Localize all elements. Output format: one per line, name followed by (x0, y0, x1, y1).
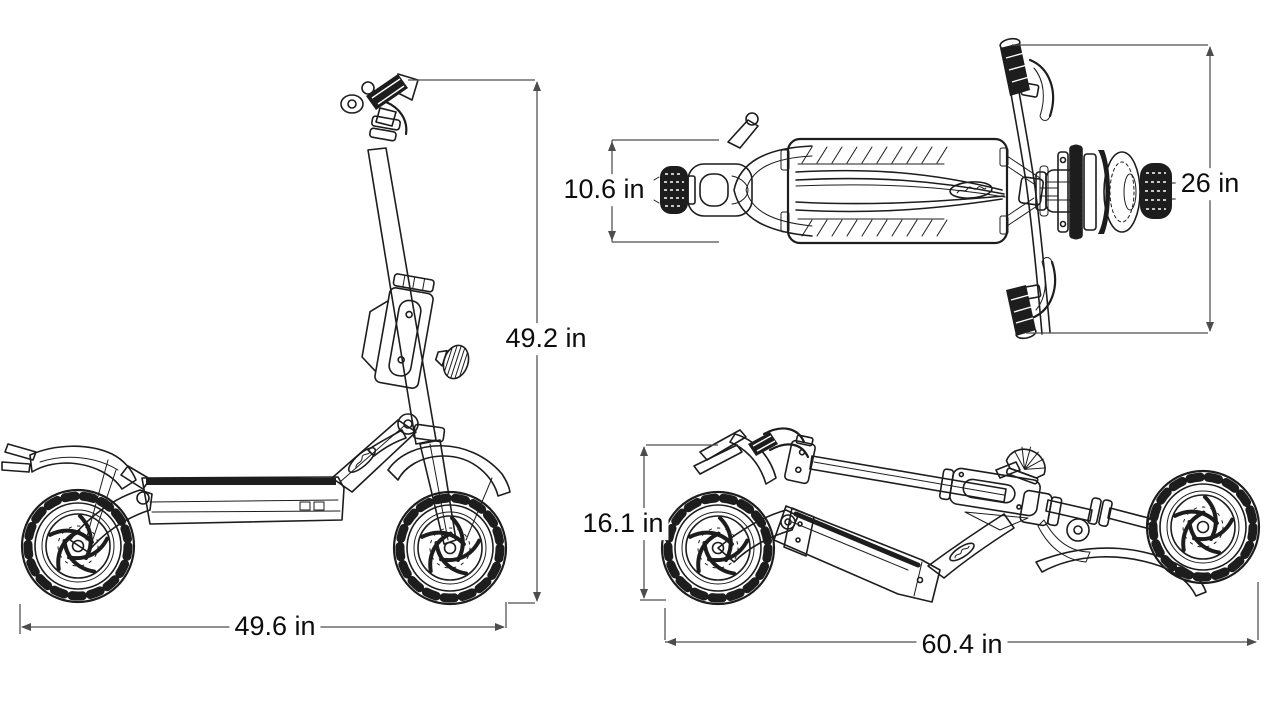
neck-riser (331, 413, 419, 493)
dim-label-folded-length: 60.4 in (916, 629, 1008, 661)
dim-label-handlebar-width: 26 in (1175, 168, 1245, 200)
brand-logo (949, 181, 993, 199)
view-side-folded (662, 427, 1259, 604)
headlight (434, 344, 470, 380)
neck-folded (927, 513, 1015, 579)
dim-label-deck-width: 10.6 in (558, 174, 650, 206)
grip-top (1000, 43, 1030, 96)
deck-folded (773, 505, 941, 603)
front-hub-top (1039, 144, 1141, 240)
dim-label-folded-height: 16.1 in (577, 508, 669, 540)
rear-swingarm (69, 489, 153, 553)
rear-fender-arms (727, 112, 813, 237)
folded-stem (809, 455, 1007, 503)
under-bracket (964, 511, 1029, 531)
handlebar-cluster (340, 73, 419, 142)
brand-logo (347, 446, 377, 474)
rear-pod (687, 163, 753, 217)
view-side-unfolded (1, 73, 511, 604)
deck (120, 465, 345, 525)
front-wheel-folded (1147, 471, 1259, 583)
folded-handlebar (748, 427, 816, 485)
dimension-arrows (21, 46, 1257, 646)
grip (366, 74, 408, 110)
stem-top (1006, 155, 1077, 227)
headtube-folded (1019, 489, 1157, 563)
dim-label-unfolded-length: 49.6 in (229, 611, 321, 643)
front-wheel (394, 492, 506, 604)
folded-headlight (1005, 446, 1046, 485)
view-top (653, 37, 1181, 340)
dimension-lines (19, 44, 1259, 643)
dim-label-unfolded-height: 49.2 in (500, 323, 592, 355)
front-fender (387, 445, 511, 541)
handlebar-top (999, 37, 1057, 340)
front-fork (419, 439, 457, 545)
rear-tire-top (653, 166, 696, 214)
brand-logo (949, 542, 975, 562)
stem (367, 147, 446, 445)
front-fender-folded (1035, 547, 1207, 597)
rear-fender (1, 443, 137, 543)
deck-top (780, 137, 1009, 245)
folding-mechanism (361, 273, 435, 389)
front-tire-top (1140, 163, 1181, 219)
reflector (995, 461, 1021, 479)
